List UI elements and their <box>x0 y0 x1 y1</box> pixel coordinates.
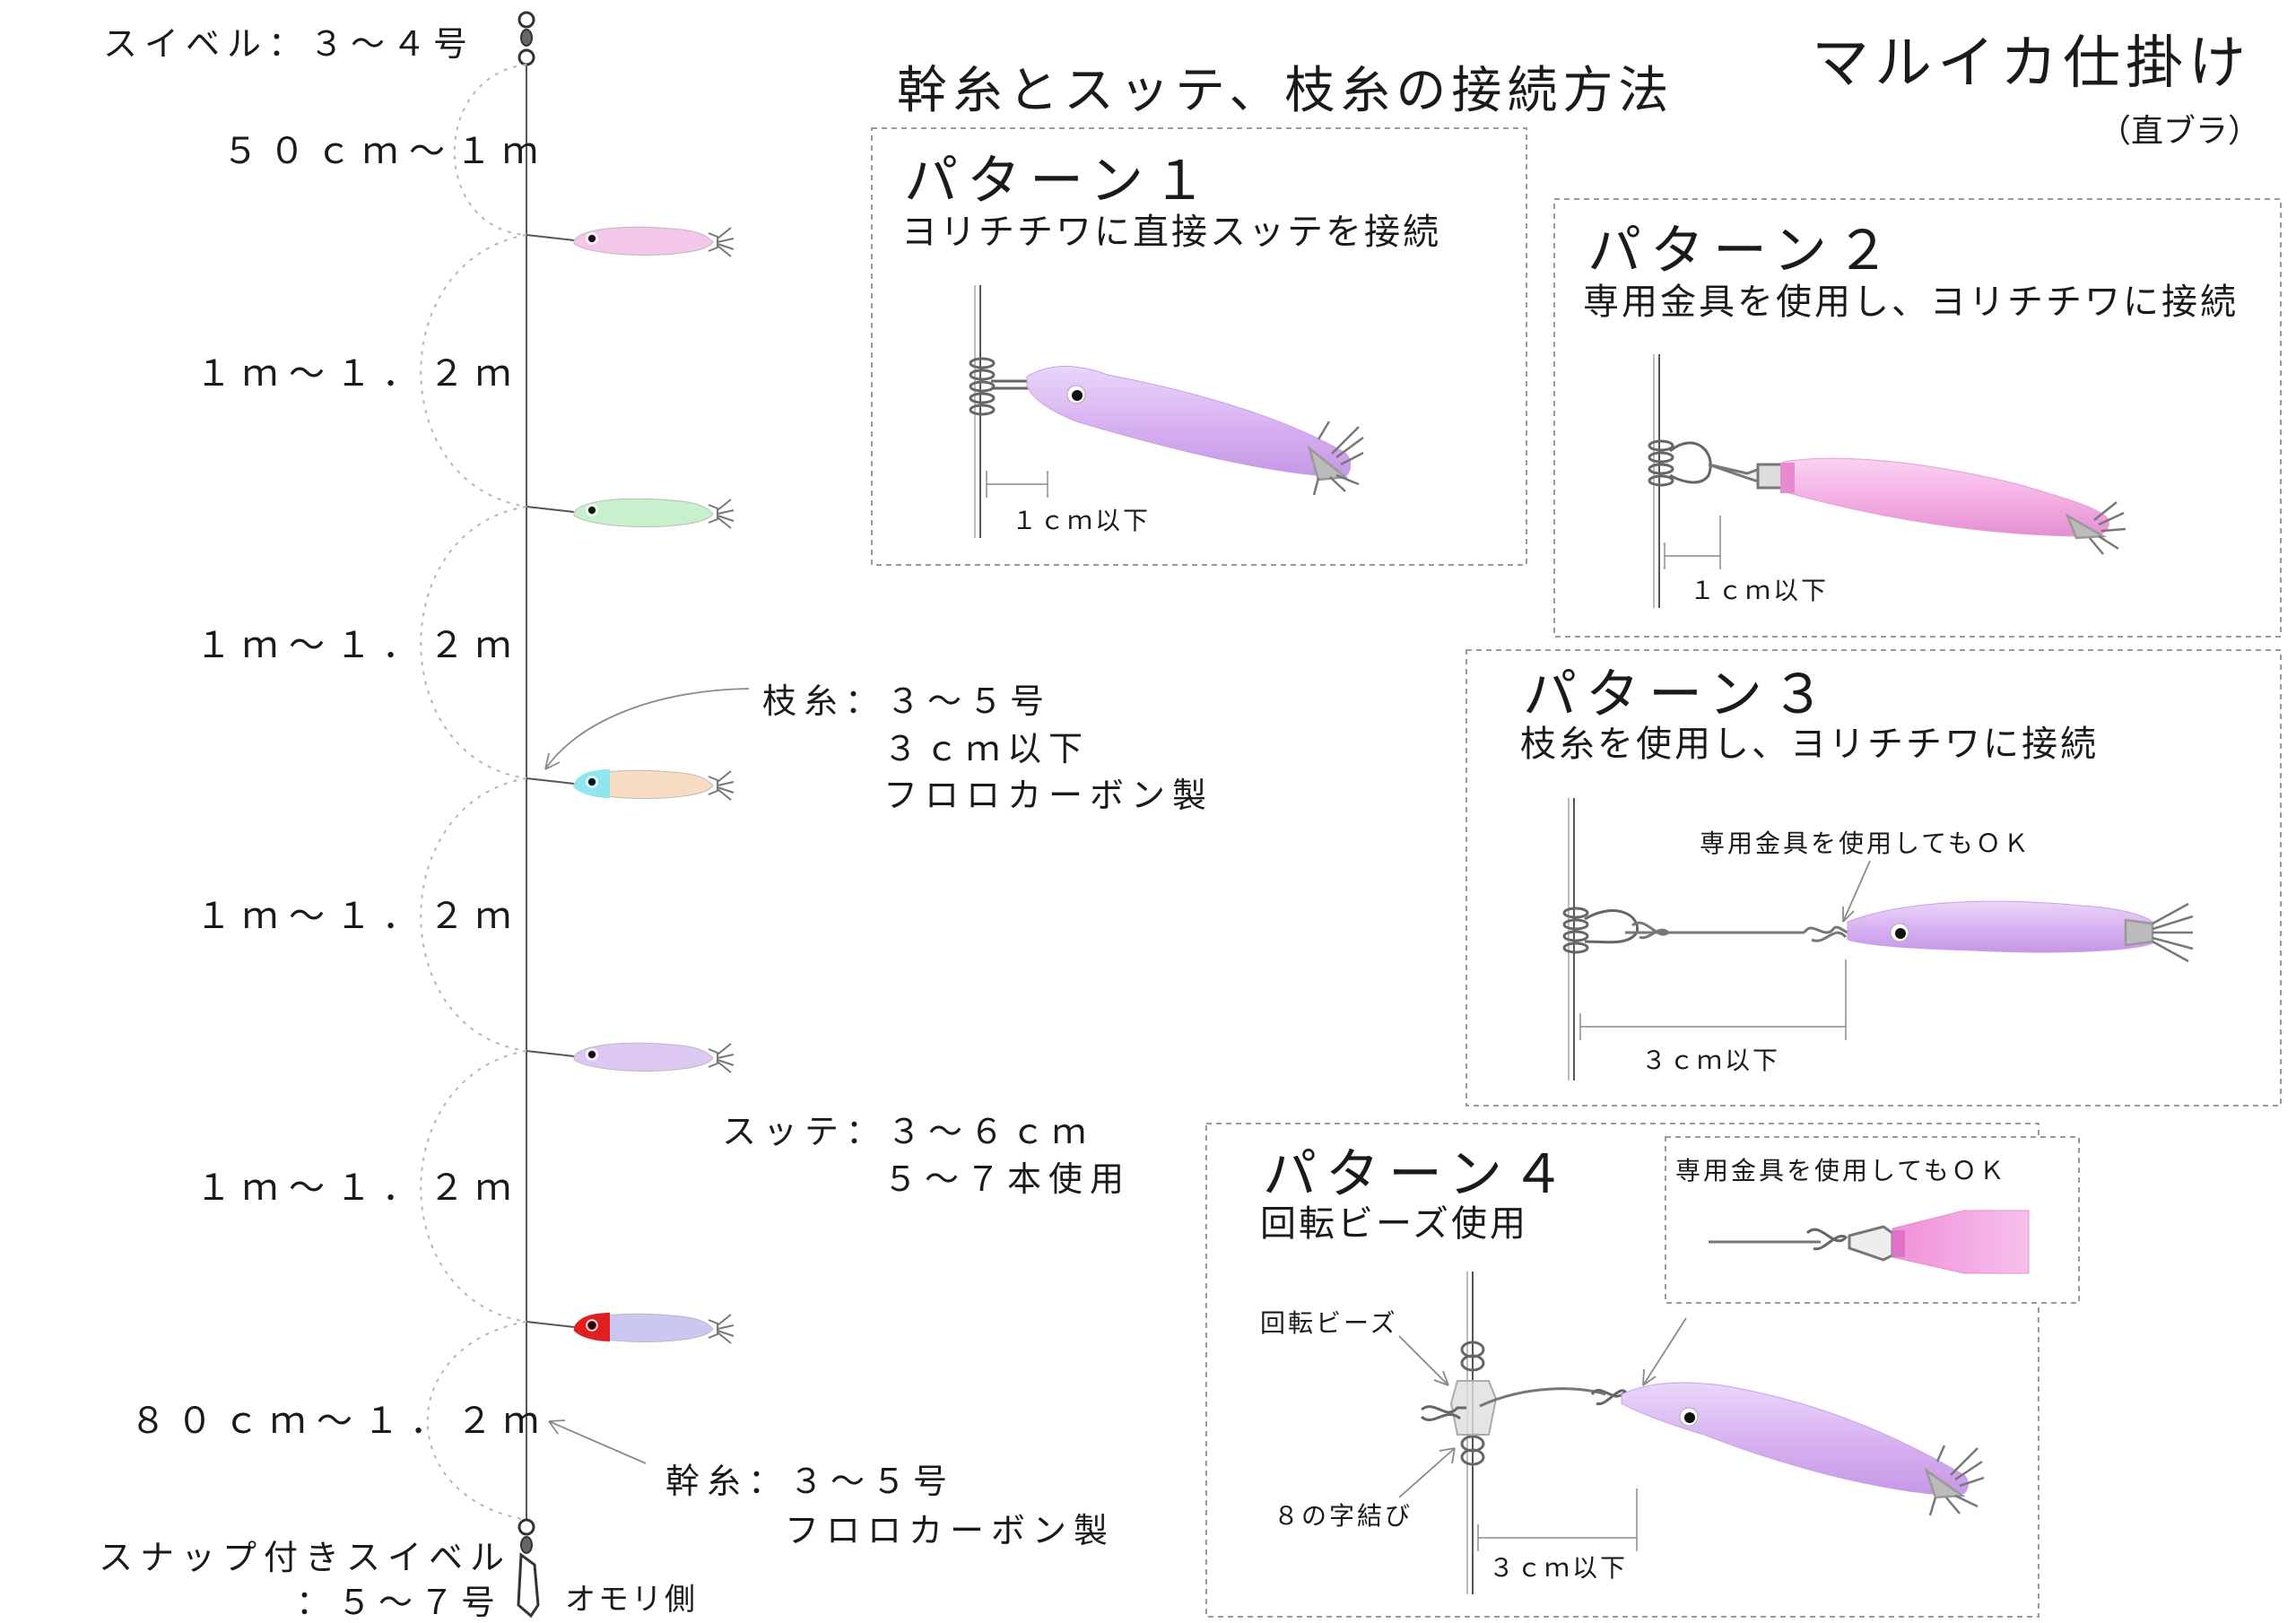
pattern-2: パターン２ 専用金具を使用し、ヨリチチワに接続 １ｃｍ以下 <box>1553 198 2282 638</box>
subtitle: （直ブラ） <box>2099 113 2260 150</box>
section-heading: 幹糸とスッテ、枝糸の接続方法 <box>897 62 1674 120</box>
distance-label-5: １ｍ～１．２ｍ <box>196 1167 522 1209</box>
rig-lure <box>526 226 735 257</box>
pattern-1: パターン１ ヨリチチワに直接スッテを接続 １ｃｍ以下 <box>871 127 1527 566</box>
branch-label-2: ３ｃｍ以下 <box>883 729 1090 768</box>
rig-lures <box>526 226 735 1344</box>
weight-side-label: オモリ側 <box>565 1582 698 1618</box>
pattern-3-desc: 枝糸を使用し、ヨリチチワに接続 <box>1520 724 2099 765</box>
distance-arcs <box>420 64 527 1521</box>
rig-lure <box>526 498 735 529</box>
pattern-4-title: パターン４ <box>1263 1143 1574 1206</box>
swivel-top-label: スイベル：３～４号 <box>103 24 474 64</box>
pattern-3-title: パターン３ <box>1523 664 1834 726</box>
main-pointer <box>548 1420 647 1464</box>
pattern-2-desc: 専用金具を使用し、ヨリチチワに接続 <box>1583 282 2239 323</box>
figure-8-knot <box>1460 1341 1485 1466</box>
distance-label-6: ８０ｃｍ～１．２ｍ <box>130 1401 550 1442</box>
pattern-1-dim: １ｃｍ以下 <box>1012 506 1151 535</box>
title: マルイカ仕掛け <box>1812 30 2251 97</box>
pattern-2-lure <box>1780 457 2126 555</box>
pattern-2-title: パターン２ <box>1587 220 1899 282</box>
rig-lure <box>526 1313 735 1344</box>
pattern-3-dim: ３ｃｍ以下 <box>1641 1046 1780 1075</box>
pattern-4-dim: ３ｃｍ以下 <box>1489 1553 1628 1583</box>
distance-label-3: １ｍ～１．２ｍ <box>196 625 522 666</box>
main-label-2: フロロカーボン製 <box>785 1511 1115 1550</box>
pattern-4: パターン４ 回転ビーズ使用 専用金具を使用してもＯＫ 回転ビーズ <box>1205 1123 2080 1618</box>
swivel-bead <box>1449 1380 1498 1436</box>
distance-label-4: １ｍ～１．２ｍ <box>196 896 522 937</box>
snap-label-2: ：５～７号 <box>296 1583 502 1622</box>
rig-lure <box>526 769 735 801</box>
pattern-3-branch-line <box>1625 921 1856 942</box>
pattern-3-note: 専用金具を使用してもＯＫ <box>1700 829 2031 858</box>
twist-loop <box>969 357 1031 416</box>
distance-label-2: １ｍ～１．２ｍ <box>196 353 522 395</box>
main-label-1: 幹糸：３～５号 <box>665 1462 954 1501</box>
pattern-2-connector <box>1708 463 1785 490</box>
branch-label-3: フロロカーボン製 <box>883 776 1213 815</box>
pattern-1-lure <box>1026 366 1364 496</box>
rig-lure <box>526 1042 735 1073</box>
pattern-2-dim: １ｃｍ以下 <box>1690 576 1829 605</box>
snap-swivel <box>517 1518 540 1619</box>
twist-loop <box>1648 439 1712 487</box>
sutte-label-1: スッテ：３～６ｃｍ <box>722 1112 1093 1151</box>
pattern-1-desc: ヨリチチワに直接スッテを接続 <box>901 212 1441 253</box>
sutte-label-2: ５～７本使用 <box>883 1159 1131 1199</box>
top-swivel <box>517 11 535 66</box>
pattern-4-inset: 専用金具を使用してもＯＫ <box>1665 1136 2080 1304</box>
branch-label-1: 枝糸：３～５号 <box>762 681 1051 721</box>
pattern-3-lure <box>1847 900 2194 963</box>
pattern-3: パターン３ 枝糸を使用し、ヨリチチワに接続 専用金具を使用してもＯＫ <box>1465 649 2282 1107</box>
pattern-4-desc: 回転ビーズ使用 <box>1260 1203 1528 1245</box>
pattern-4-lure <box>1621 1382 1985 1516</box>
snap-label-1: スナップ付きスイベル <box>99 1538 511 1577</box>
pattern-4-knot-label: ８の字結び <box>1274 1501 1413 1531</box>
branch-pointer <box>544 688 750 770</box>
rig: スイベル：３～４号 ５０ｃｍ～１ｍ １ｍ～１．２ｍ １ｍ～１．２ｍ １ｍ～１．２… <box>99 11 1213 1622</box>
distance-label-1: ５０ｃｍ～１ｍ <box>222 131 549 172</box>
pattern-4-note: 専用金具を使用してもＯＫ <box>1675 1156 2007 1185</box>
twist-loop <box>1562 907 1639 954</box>
pattern-4-bead-label: 回転ビーズ <box>1260 1308 1398 1338</box>
pattern-1-title: パターン１ <box>904 150 1215 213</box>
